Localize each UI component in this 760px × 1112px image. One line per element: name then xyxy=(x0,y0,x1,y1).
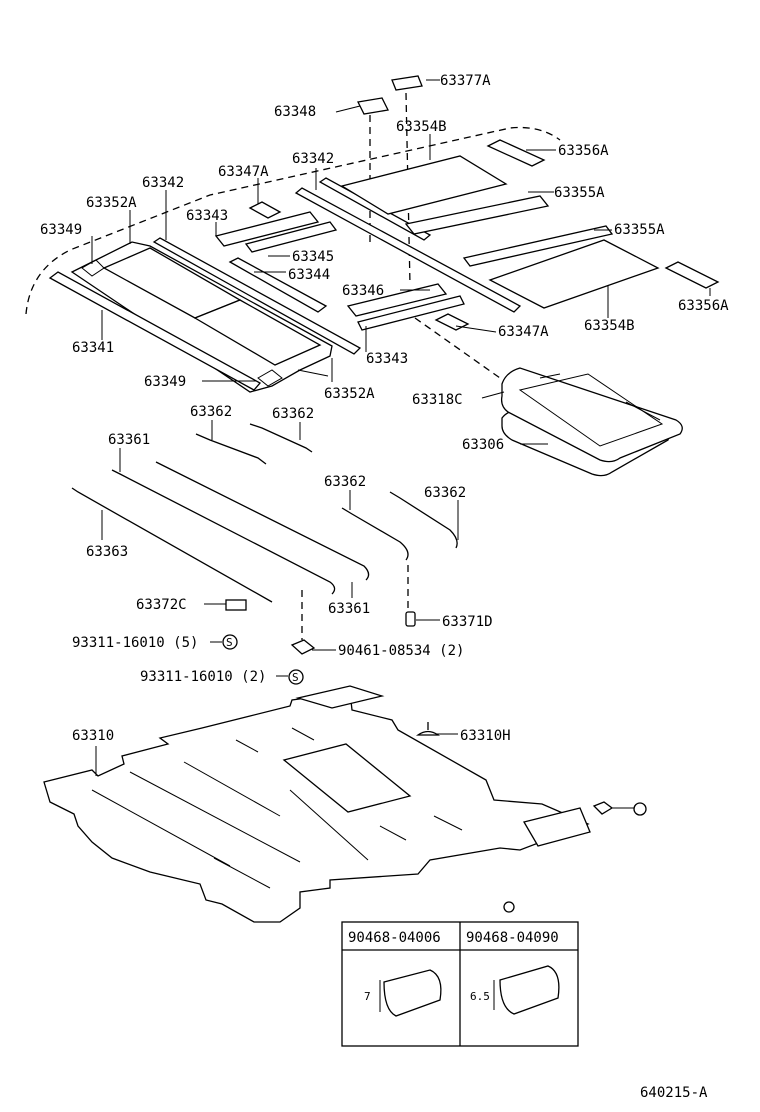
headliner-left-panel xyxy=(70,241,333,393)
wire-rods xyxy=(71,423,458,603)
label-63310H: 63310H xyxy=(460,728,511,744)
label-63361-bot: 63361 xyxy=(328,601,370,617)
screw-symbol-5: S xyxy=(226,636,233,649)
label-63352A-top: 63352A xyxy=(86,195,137,211)
label-63352A-bot: 63352A xyxy=(324,386,375,402)
label-63355A-a: 63355A xyxy=(554,185,605,201)
label-63372C: 63372C xyxy=(136,597,187,613)
label-63356A-top: 63356A xyxy=(558,143,609,159)
headliner-trim-strips xyxy=(48,177,522,391)
label-63377A: 63377A xyxy=(440,73,491,89)
label-63362-b: 63362 xyxy=(272,406,314,422)
label-63354B-top: 63354B xyxy=(396,119,447,135)
label-63363: 63363 xyxy=(86,544,128,560)
label-93311-2: 93311-16010 (2) xyxy=(140,669,266,685)
label-63347A-bot: 63347A xyxy=(498,324,549,340)
label-93311-5: 93311-16010 (5) xyxy=(72,635,198,651)
label-63345: 63345 xyxy=(292,249,334,265)
label-63342-a: 63342 xyxy=(292,151,334,167)
label-63349-top: 63349 xyxy=(40,222,82,238)
leader-lines xyxy=(91,79,711,809)
label-63347A-top: 63347A xyxy=(218,164,269,180)
headliner-rear-panels xyxy=(340,75,720,309)
label-63344: 63344 xyxy=(288,267,330,283)
label-63341: 63341 xyxy=(72,340,114,356)
label-63310: 63310 xyxy=(72,728,114,744)
label-63342-b: 63342 xyxy=(142,175,184,191)
part-labels: 63377A 63348 63354B 63356A 63347A 63342 … xyxy=(40,73,729,1101)
dimension-7: 7 xyxy=(364,990,371,1003)
label-63306: 63306 xyxy=(462,437,504,453)
label-63361-top: 63361 xyxy=(108,432,150,448)
label-63343-bot: 63343 xyxy=(366,351,408,367)
fastener-inset-table xyxy=(341,901,579,1047)
label-63343-top: 63343 xyxy=(186,208,228,224)
label-63355A-b: 63355A xyxy=(614,222,665,238)
dimension-6-5: 6.5 xyxy=(470,990,490,1003)
label-63371D: 63371D xyxy=(442,614,493,630)
label-63356A-bot: 63356A xyxy=(678,298,729,314)
label-63362-c: 63362 xyxy=(324,474,366,490)
label-63362-a: 63362 xyxy=(190,404,232,420)
label-63362-d: 63362 xyxy=(424,485,466,501)
label-90461: 90461-08534 (2) xyxy=(338,643,464,659)
label-63348: 63348 xyxy=(274,104,316,120)
label-63354B-bot: 63354B xyxy=(584,318,635,334)
table-header-90468-04090: 90468-04090 xyxy=(466,930,559,946)
sunroof-frame xyxy=(500,367,683,477)
roof-outline xyxy=(25,126,561,315)
label-63346: 63346 xyxy=(342,283,384,299)
diagram-code: 640215-A xyxy=(640,1085,708,1101)
label-63318C: 63318C xyxy=(412,392,463,408)
floor-silencer-mat xyxy=(43,685,591,923)
screw-symbol-2: S xyxy=(292,671,299,684)
label-63349-bot: 63349 xyxy=(144,374,186,390)
leader-dashed-sunroof xyxy=(414,317,501,379)
table-header-90468-04006: 90468-04006 xyxy=(348,930,441,946)
